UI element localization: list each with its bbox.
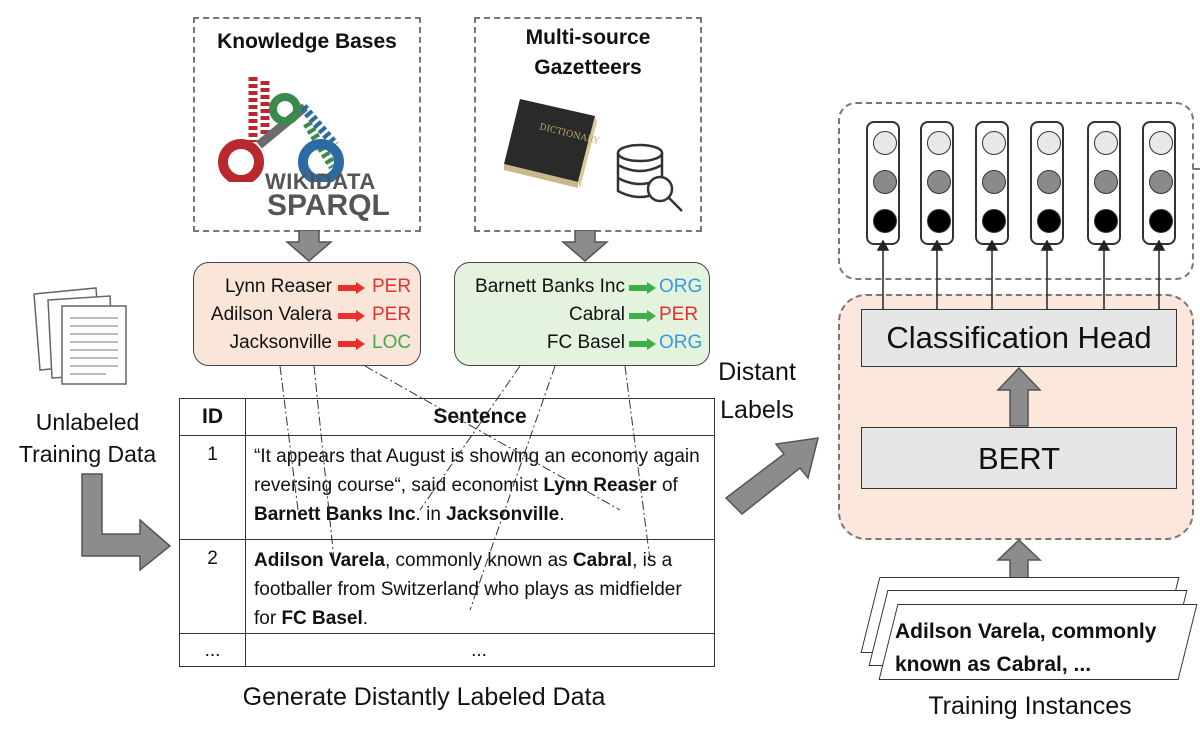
distant-labels-line2: Labels — [720, 396, 794, 424]
table-row: 1 “It appears that August is showing an … — [179, 435, 715, 540]
sentence-text: ... — [471, 639, 487, 661]
label-indicator — [1087, 121, 1121, 245]
gazetteer-entity-box: Barnett Banks Inc ORG Cabral PER FC Base… — [454, 262, 710, 366]
kb-down-arrow-icon — [285, 230, 333, 262]
row-id: 1 — [179, 435, 246, 540]
gazetteer-entity-row: FC Basel ORG — [455, 329, 711, 357]
knowledge-bases-title: Knowledge Bases — [217, 30, 397, 53]
diagonal-arrow-icon — [724, 437, 819, 516]
entity-mention: Jacksonville — [446, 504, 560, 525]
documents-stack-icon — [33, 287, 127, 385]
instances-to-model-arrow-icon — [996, 538, 1042, 581]
kb-entity-box: Lynn Reaser PER Adilson Valera PER Jacks… — [193, 262, 421, 366]
entity-mention: FC Basel — [281, 608, 363, 629]
label-indicator — [866, 121, 900, 245]
entity-label: PER — [659, 304, 699, 325]
l-shaped-arrow-icon — [81, 473, 172, 572]
kb-entity-row: Lynn Reaser PER — [194, 273, 422, 301]
training-instance-line2: known as Cabral, ... — [895, 653, 1092, 676]
output-box-edge-tick — [1193, 168, 1200, 170]
sentence-table: ID Sentence 1 “It appears that August is… — [179, 398, 715, 667]
row-sentence: “It appears that August is showing an ec… — [245, 435, 715, 540]
entity-label: ORG — [659, 332, 703, 353]
head-to-labels-arrows — [876, 240, 1166, 310]
training-instance-line1: Adilson Varela, commonly — [895, 620, 1157, 643]
entity-mention: Adilson Varela — [254, 550, 385, 571]
bert-to-head-arrow-icon — [996, 366, 1042, 427]
table-row: 2 Adilson Varela, commonly known as Cabr… — [179, 539, 715, 634]
gazetteer-entity-row: Cabral PER — [455, 301, 711, 329]
output-labels-box — [838, 102, 1194, 280]
database-search-icon — [616, 143, 683, 212]
label-indicator — [1030, 121, 1064, 245]
unlabeled-data-line1: Unlabeled — [35, 409, 140, 435]
wikidata-logo-icon — [218, 77, 344, 182]
entity-label: PER — [372, 276, 412, 297]
entity-label: LOC — [372, 332, 412, 353]
table-row: ... ... — [179, 633, 715, 667]
gazetteers-title-line2: Gazetteers — [534, 56, 642, 79]
row-id: 2 — [179, 539, 246, 634]
kb-entity-row: Jacksonville LOC — [194, 329, 422, 357]
label-indicator — [920, 121, 954, 245]
sentence-text: . in — [415, 504, 447, 525]
dictionary-book-icon: DICTIONARY — [504, 99, 600, 188]
knowledge-bases-box: Knowledge Bases WIKIDATA SPARQL — [193, 17, 421, 232]
green-arrow-icon — [629, 310, 656, 322]
entity-name: FC Basel — [546, 332, 625, 353]
table-header-row: ID Sentence — [179, 398, 715, 436]
sentence-text: . — [362, 608, 369, 629]
entity-label: ORG — [659, 276, 703, 297]
training-instance-text: Adilson Varela, commonly known as Cabral… — [895, 615, 1195, 681]
row-sentence: Adilson Varela, commonly known as Cabral… — [245, 539, 715, 634]
unlabeled-data-line2: Training Data — [18, 441, 157, 467]
label-indicator — [1142, 121, 1176, 245]
gazetteers-box: Multi-source Gazetteers DICTIONARY — [474, 17, 702, 232]
entity-mention: Barnett Banks Inc — [254, 504, 416, 525]
classification-head-layer: Classification Head — [861, 309, 1177, 367]
distant-labels-line1: Distant — [718, 358, 796, 386]
row-sentence: ... — [245, 633, 715, 667]
gazetteers-title-line1: Multi-source — [525, 26, 651, 49]
sentence-column-header: Sentence — [245, 398, 715, 436]
entity-mention: Cabral — [572, 550, 633, 571]
red-arrow-icon — [338, 282, 365, 294]
green-arrow-icon — [629, 282, 656, 294]
label-indicator — [975, 121, 1009, 245]
entity-name: Barnett Banks Inc — [475, 276, 625, 297]
entity-name: Cabral — [569, 304, 625, 325]
row-id: ... — [179, 633, 246, 667]
sentence-text: , commonly known as — [384, 550, 573, 571]
sparql-logo-text: SPARQL — [267, 189, 390, 222]
entity-label: PER — [372, 304, 412, 325]
red-arrow-icon — [338, 310, 365, 322]
kb-entity-row: Adilson Valera PER — [194, 301, 422, 329]
green-arrow-icon — [629, 338, 656, 350]
generate-distantly-labeled-caption: Generate Distantly Labeled Data — [242, 683, 606, 711]
entity-name: Lynn Reaser — [224, 276, 332, 297]
entity-name: Jacksonville — [229, 332, 332, 353]
sentence-text: of — [656, 475, 678, 496]
red-arrow-icon — [338, 338, 365, 350]
wikidata-logo-text: WIKIDATA — [265, 169, 376, 194]
gazetteer-entity-row: Barnett Banks Inc ORG — [455, 273, 711, 301]
entity-name: Adilson Valera — [210, 304, 332, 325]
entity-mention: Lynn Reaser — [543, 475, 657, 496]
bert-layer: BERT — [861, 427, 1177, 489]
training-instances-caption: Training Instances — [928, 692, 1132, 720]
sentence-text: . — [559, 504, 565, 525]
gazetteer-down-arrow-icon — [561, 230, 609, 262]
id-column-header: ID — [179, 398, 246, 436]
